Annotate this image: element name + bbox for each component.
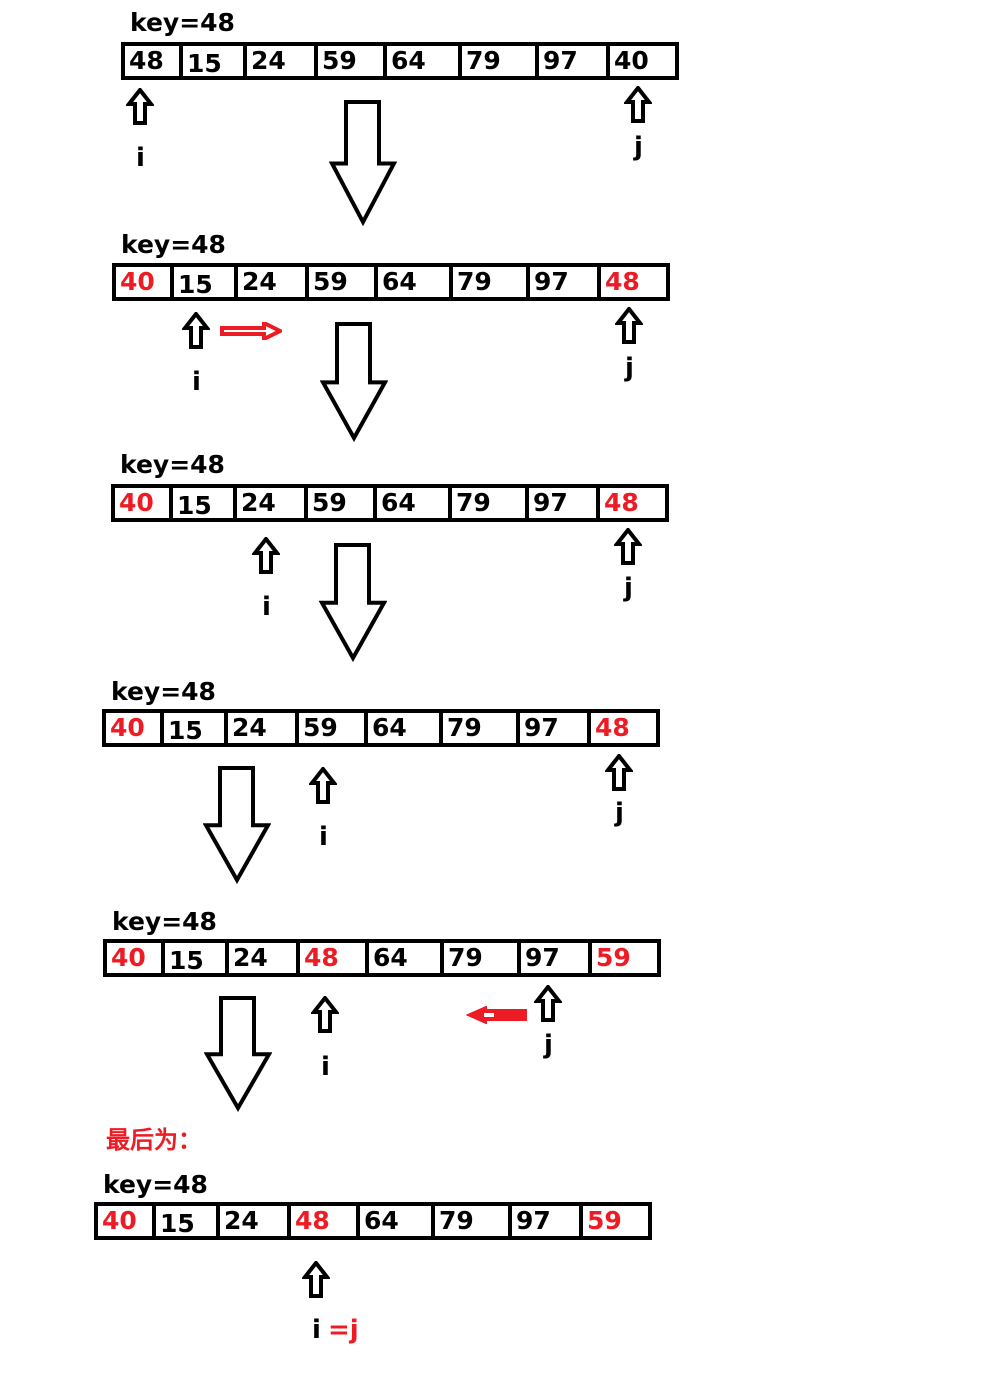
i-pointer-label: i [319,822,328,852]
array-cell: 64 [373,488,452,518]
i-pointer-arrow-icon [300,1259,332,1299]
array-cell: 40 [111,943,146,972]
array-cell: 40 [606,46,679,76]
array-cell: 79 [448,488,529,518]
j-pointer-arrow-icon [613,305,645,345]
array-cell: 24 [216,1206,291,1236]
j-pointer-arrow-icon [622,84,654,124]
array-cell: 97 [526,267,601,297]
key-label: key=48 [111,677,216,706]
i-pointer-arrow-icon [124,86,156,126]
array-cell: 24 [224,713,299,743]
array-cell: 24 [225,943,300,973]
j-pointer-label: j [634,132,643,162]
key-label: key=48 [112,907,217,936]
next-step-down-arrow-icon [318,543,388,663]
i-pointer-arrow-icon [250,535,282,575]
array-cell: 24 [243,46,318,76]
array-cell: 97 [516,713,591,743]
array-cell: 24 [233,488,308,518]
array-cell: 79 [431,1206,512,1236]
array-cell: 48 [296,943,369,973]
i-pointer-label: i [312,1315,321,1345]
move-right-arrow-icon [220,319,285,343]
array-cell: 97 [517,943,592,973]
array-cell: 64 [374,267,453,297]
j-pointer-label: j [625,353,634,383]
next-step-down-arrow-icon [202,766,272,885]
array-cell: 15 [161,943,229,975]
j-equals-label: =j [328,1315,359,1345]
array-cell: 64 [383,46,462,76]
array-cell: 79 [439,713,520,743]
array-cell: 15 [160,713,228,745]
array-cell: 59 [304,488,377,518]
array-cell: 40 [110,713,145,742]
i-pointer-arrow-icon [307,765,339,805]
array-cell: 79 [440,943,521,973]
array-cell: 59 [588,943,661,973]
array-cell: 97 [525,488,600,518]
j-pointer-label: j [624,573,633,603]
i-pointer-label: i [321,1052,330,1082]
j-pointer-arrow-icon [612,526,644,566]
array-cell: 97 [508,1206,583,1236]
array-cell: 40 [120,267,155,296]
j-pointer-label: j [615,798,624,828]
array-cell: 48 [596,488,669,518]
array-cell: 15 [170,267,238,299]
key-label: key=48 [121,230,226,259]
next-step-down-arrow-icon [203,996,273,1113]
i-pointer-label: i [262,592,271,622]
next-step-down-arrow-icon [319,322,389,443]
array-cell: 15 [179,46,247,78]
j-pointer-label: j [544,1030,553,1060]
array-cell: 48 [587,713,660,743]
array-cell: 24 [234,267,309,297]
array-cell: 59 [305,267,378,297]
key-label: key=48 [130,8,235,37]
i-pointer-arrow-icon [309,994,341,1034]
final-result-title: 最后为： [106,1126,202,1154]
array-cell: 59 [295,713,368,743]
array-cell: 40 [119,488,154,517]
j-pointer-arrow-icon [532,983,564,1023]
key-label: key=48 [120,450,225,479]
array-cell: 48 [597,267,670,297]
array-cell: 79 [458,46,539,76]
i-pointer-label: i [192,367,201,397]
array-cell: 97 [535,46,610,76]
array-cell: 64 [365,943,444,973]
move-left-arrow-icon [465,1005,528,1025]
array-cell: 48 [287,1206,360,1236]
key-label: key=48 [103,1170,208,1199]
array-cell: 64 [356,1206,435,1236]
array-cell: 15 [152,1206,220,1238]
array-cell: 59 [314,46,387,76]
array-cell: 15 [169,488,237,520]
array-cell: 48 [129,46,164,75]
i-pointer-arrow-icon [180,310,212,350]
j-pointer-arrow-icon [603,752,635,792]
array-cell: 64 [364,713,443,743]
array-cell: 59 [579,1206,652,1236]
i-pointer-label: i [136,143,145,173]
array-cell: 79 [449,267,530,297]
array-cell: 40 [102,1206,137,1235]
next-step-down-arrow-icon [328,100,398,227]
